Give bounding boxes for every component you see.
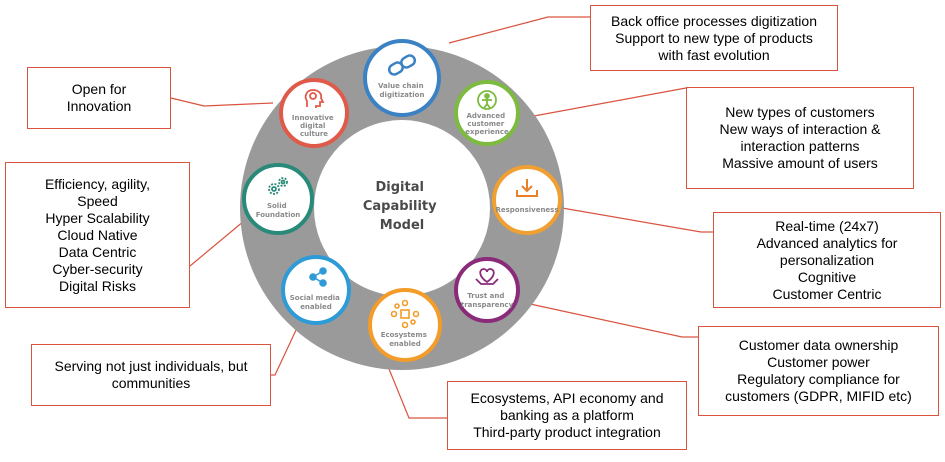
connector-new-customers bbox=[522, 87, 687, 119]
person-compass-icon bbox=[477, 90, 497, 110]
node-value-chain: Value chain digitization bbox=[363, 39, 441, 117]
node-ring bbox=[279, 78, 349, 148]
node-ring bbox=[363, 39, 441, 117]
center-title-line-2: Capability bbox=[363, 199, 437, 214]
node-ecosystems-label: Ecosystems enabled bbox=[381, 331, 430, 348]
callout-new-customers: New types of customers New ways of inter… bbox=[686, 87, 914, 189]
connector-serving bbox=[271, 327, 298, 376]
node-solid-foundation: Solid Foundation bbox=[242, 163, 314, 235]
node-ring bbox=[454, 80, 520, 146]
callout-serving: Serving not just individuals, but commun… bbox=[31, 344, 271, 406]
node-innovative-culture: Innovative digital culture bbox=[279, 78, 349, 148]
callout-open-innovation: Open for Innovation bbox=[27, 67, 171, 129]
center-title-line-1: Digital bbox=[376, 180, 424, 195]
heart-hands-icon bbox=[475, 268, 499, 285]
connector-efficiency bbox=[189, 220, 245, 267]
node-solid-foundation-label: Solid Foundation bbox=[256, 202, 301, 219]
node-ring bbox=[242, 163, 314, 235]
node-advanced-cx-label: Advanced customer experience bbox=[465, 112, 509, 136]
node-value-chain-label: Value chain digitization bbox=[378, 82, 426, 99]
node-trust-label: Trust and transparency bbox=[461, 292, 514, 309]
callout-ecosystems: Ecosystems, API economy and banking as a… bbox=[447, 381, 687, 450]
node-trust: Trust and transparency bbox=[454, 257, 520, 323]
node-ring bbox=[368, 288, 442, 362]
inner-disc bbox=[314, 120, 490, 296]
connector-ecosystems bbox=[386, 363, 447, 419]
connector-real-time bbox=[561, 207, 713, 233]
chain-link-icon bbox=[387, 54, 417, 76]
node-advanced-cx: Advanced customer experience bbox=[454, 80, 520, 146]
node-ecosystems: Ecosystems enabled bbox=[368, 288, 442, 362]
callout-efficiency: Efficiency, agility, Speed Hyper Scalabi… bbox=[5, 162, 190, 308]
node-responsiveness-label: Responsiveness bbox=[495, 206, 558, 214]
node-ring bbox=[281, 255, 351, 325]
connector-open bbox=[170, 97, 274, 107]
down-arrow-tray-icon bbox=[516, 179, 538, 197]
node-ring bbox=[454, 257, 520, 323]
callout-customer-data: Customer data ownership Customer power R… bbox=[698, 326, 939, 416]
connector-customer-data bbox=[520, 301, 698, 338]
center-title: Digital Capability Model bbox=[363, 180, 441, 233]
node-social-media: Social media enabled bbox=[281, 255, 351, 325]
gears-icon bbox=[268, 177, 288, 195]
connector-back-office bbox=[448, 16, 590, 44]
callout-real-time: Real-time (24x7) Advanced analytics for … bbox=[713, 212, 941, 308]
node-social-media-label: Social media enabled bbox=[290, 294, 343, 311]
node-responsiveness: Responsiveness bbox=[492, 165, 562, 235]
callout-back-office: Back office processes digitization Suppo… bbox=[590, 5, 838, 71]
network-nodes-icon bbox=[390, 299, 420, 329]
center-title-line-3: Model bbox=[380, 218, 424, 233]
node-ring bbox=[492, 165, 562, 235]
brain-head-icon bbox=[304, 89, 325, 108]
connector-lines bbox=[170, 16, 713, 419]
share-icon bbox=[309, 267, 327, 287]
node-innovative-culture-label: Innovative digital culture bbox=[292, 114, 336, 138]
